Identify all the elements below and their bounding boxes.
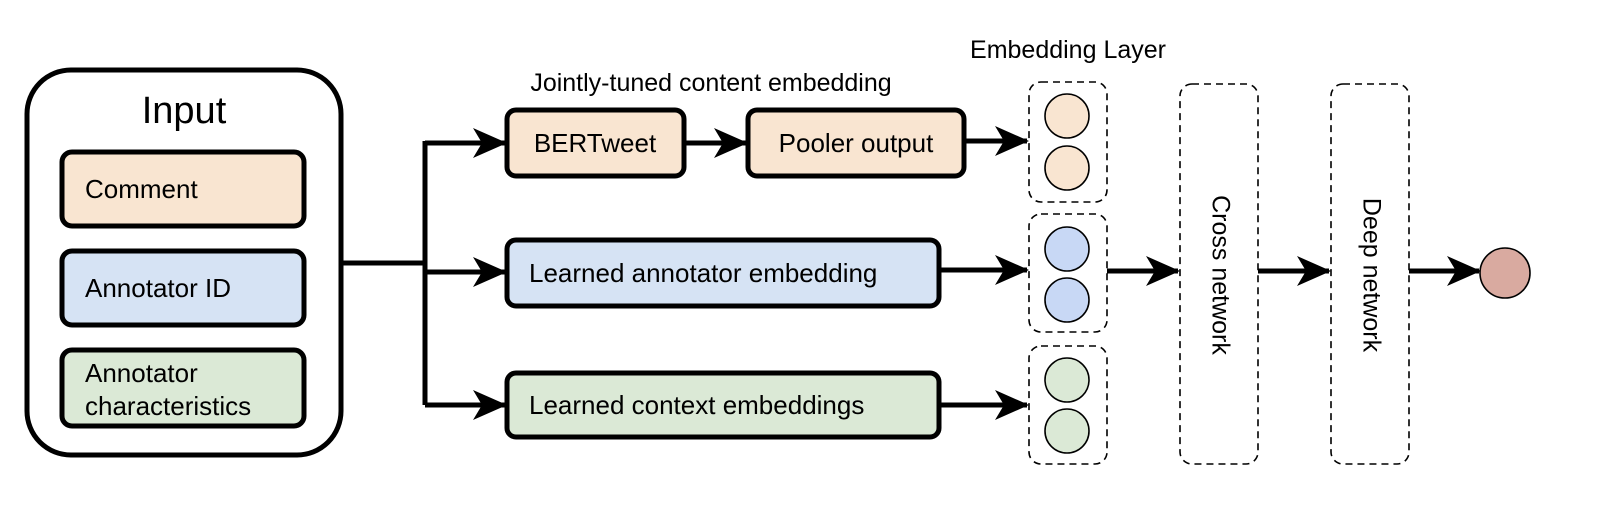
deep-network-label: Deep network <box>1357 198 1385 353</box>
content-embedding-node-1 <box>1044 93 1090 139</box>
comment-box: Comment <box>59 149 307 229</box>
content-embedding-heading: Jointly-tuned content embedding <box>530 69 891 97</box>
context-embeddings-box: Learned context embeddings <box>504 370 942 440</box>
cross-network-label: Cross network <box>1206 195 1234 355</box>
embedding-layer-heading: Embedding Layer <box>970 36 1166 64</box>
context-embedding-node-1 <box>1044 357 1090 403</box>
content-embedding-node-2 <box>1044 145 1090 191</box>
cross-network-block: Cross network <box>1179 83 1259 465</box>
output-node <box>1479 247 1531 299</box>
comment-label: Comment <box>85 174 198 204</box>
annotator-embedding-group <box>1028 213 1108 333</box>
context-embeddings-label: Learned context embeddings <box>529 390 864 420</box>
pooler-output-box: Pooler output <box>745 107 967 179</box>
annotator-id-box: Annotator ID <box>59 248 307 328</box>
annotator-embedding-label: Learned annotator embedding <box>529 258 877 288</box>
context-embedding-node-2 <box>1044 408 1090 454</box>
annotator-id-label: Annotator ID <box>85 273 231 303</box>
input-connectors <box>341 128 507 420</box>
annotator-embedding-node-1 <box>1044 226 1090 272</box>
input-panel-title: Input <box>142 90 227 132</box>
content-embedding-group <box>1028 81 1108 203</box>
embedding-layer <box>1028 81 1108 465</box>
annotator-embedding-box: Learned annotator embedding <box>504 237 942 309</box>
annotator-characteristics-label-line-1: Annotator <box>85 358 198 388</box>
annotator-embedding-node-2 <box>1044 277 1090 323</box>
bertweet-label: BERTweet <box>534 128 657 158</box>
bertweet-box: BERTweet <box>504 107 687 179</box>
annotator-characteristics-box: Annotator characteristics <box>59 347 307 429</box>
pooler-output-label: Pooler output <box>779 128 934 158</box>
context-embedding-group <box>1028 345 1108 465</box>
deep-network-block: Deep network <box>1330 83 1410 465</box>
annotator-characteristics-label-line-2: characteristics <box>85 391 251 421</box>
input-panel: Input Comment Annotator ID Annotator cha… <box>24 67 344 458</box>
